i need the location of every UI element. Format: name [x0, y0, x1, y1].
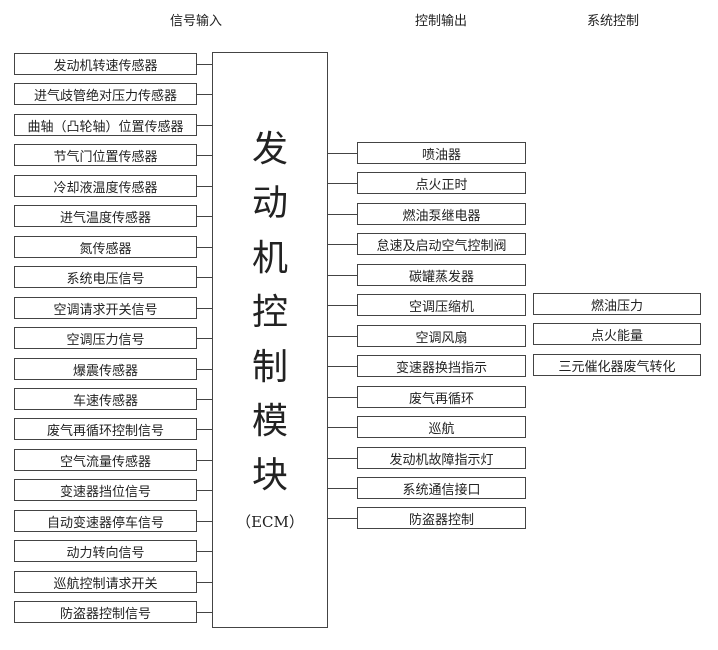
control-output-box: 空调风扇	[357, 325, 526, 347]
ecm-title-char: 控	[251, 292, 288, 334]
input-signal-box: 空气流量传感器	[14, 449, 197, 471]
input-signal-box: 冷却液温度传感器	[14, 175, 197, 197]
input-connector-line	[197, 308, 212, 309]
system-control-box: 点火能量	[533, 323, 701, 345]
input-connector-line	[197, 247, 212, 248]
input-signal-box: 系统电压信号	[14, 266, 197, 288]
input-signal-box: 曲轴（凸轮轴）位置传感器	[14, 114, 197, 136]
input-connector-line	[197, 277, 212, 278]
control-output-box: 碳罐蒸发器	[357, 264, 526, 286]
ecm-title-char: 发	[251, 129, 288, 170]
input-connector-line	[197, 155, 212, 156]
header-signal-input: 信号输入	[170, 14, 223, 29]
input-signal-box: 动力转向信号	[14, 540, 197, 562]
control-output-box: 发动机故障指示灯	[357, 447, 526, 469]
output-connector-line	[328, 397, 357, 398]
output-connector-line	[328, 305, 357, 306]
control-output-box: 废气再循环	[357, 386, 526, 408]
output-connector-line	[328, 183, 357, 184]
input-connector-line	[197, 369, 212, 370]
input-connector-line	[197, 612, 212, 613]
output-connector-line	[328, 458, 357, 459]
header-control-output: 控制输出	[415, 14, 468, 29]
control-output-box: 空调压缩机	[357, 294, 526, 316]
system-control-box: 燃油压力	[533, 293, 701, 315]
output-connector-line	[328, 214, 357, 215]
control-output-box: 点火正时	[357, 172, 526, 194]
input-connector-line	[197, 490, 212, 491]
output-connector-line	[328, 153, 357, 154]
output-connector-line	[328, 518, 357, 519]
input-signal-box: 巡航控制请求开关	[14, 571, 197, 593]
input-connector-line	[197, 125, 212, 126]
input-signal-box: 氮传感器	[14, 236, 197, 258]
output-connector-line	[328, 275, 357, 276]
control-output-box: 系统通信接口	[357, 477, 526, 499]
output-connector-line	[328, 244, 357, 245]
control-output-box: 怠速及启动空气控制阀	[357, 233, 526, 255]
output-connector-line	[328, 336, 357, 337]
input-signal-box: 自动变速器停车信号	[14, 510, 197, 532]
control-output-box: 燃油泵继电器	[357, 203, 526, 225]
output-connector-line	[328, 366, 357, 367]
input-connector-line	[197, 186, 212, 187]
input-connector-line	[197, 551, 212, 552]
input-signal-box: 爆震传感器	[14, 358, 197, 380]
output-connector-line	[328, 488, 357, 489]
ecm-title-char: 机	[251, 237, 288, 279]
input-signal-box: 空调请求开关信号	[14, 297, 197, 319]
input-signal-box: 废气再循环控制信号	[14, 418, 197, 440]
input-signal-box: 进气歧管绝对压力传感器	[14, 83, 197, 105]
input-connector-line	[197, 94, 212, 95]
control-output-box: 喷油器	[357, 142, 526, 164]
input-signal-box: 进气温度传感器	[14, 205, 197, 227]
header-system-control: 系统控制	[587, 14, 640, 29]
input-connector-line	[197, 582, 212, 583]
system-control-box: 三元催化器废气转化	[533, 354, 701, 376]
input-connector-line	[197, 521, 212, 522]
input-connector-line	[197, 216, 212, 217]
input-connector-line	[197, 429, 212, 430]
control-output-box: 巡航	[357, 416, 526, 438]
ecm-title-char: 块	[251, 455, 288, 497]
control-output-box: 防盗器控制	[357, 507, 526, 529]
input-connector-line	[197, 460, 212, 461]
output-connector-line	[328, 427, 357, 428]
input-connector-line	[197, 338, 212, 339]
ecm-title-char: 制	[251, 346, 288, 388]
ecm-block: 发动机控制模块 （ECM）	[212, 52, 328, 628]
input-signal-box: 防盗器控制信号	[14, 601, 197, 623]
input-signal-box: 车速传感器	[14, 388, 197, 410]
input-signal-box: 变速器挡位信号	[14, 479, 197, 501]
input-connector-line	[197, 399, 212, 400]
ecm-title: 发动机控制模块	[213, 123, 327, 504]
input-signal-box: 发动机转速传感器	[14, 53, 197, 75]
control-output-box: 变速器换挡指示	[357, 355, 526, 377]
ecm-title-char: 模	[251, 401, 288, 443]
input-connector-line	[197, 64, 212, 65]
input-signal-box: 节气门位置传感器	[14, 144, 197, 166]
ecm-abbreviation: （ECM）	[236, 513, 304, 531]
input-signal-box: 空调压力信号	[14, 327, 197, 349]
ecm-title-char: 动	[251, 183, 288, 225]
